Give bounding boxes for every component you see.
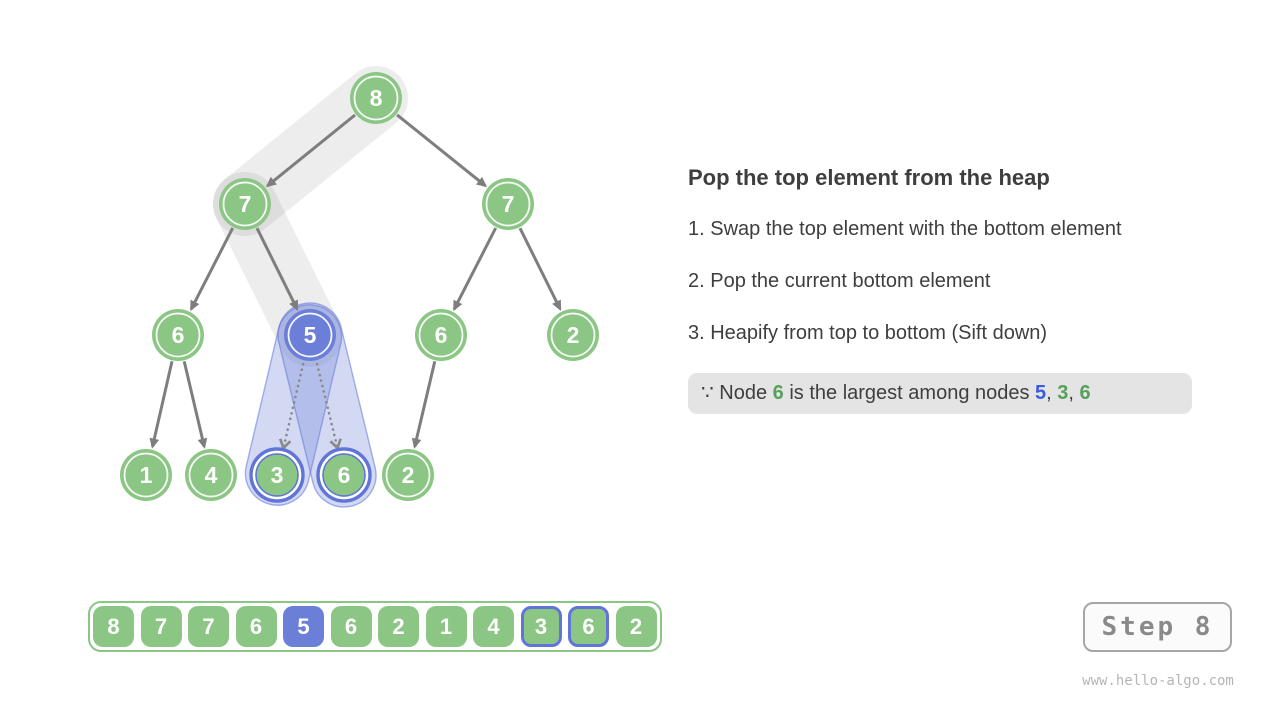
array-cell: 1 xyxy=(425,606,467,647)
instruction-item: 2. Pop the current bottom element xyxy=(688,270,991,292)
explanation-panel: Pop the top element from the heap 1. Swa… xyxy=(688,164,1200,414)
note-node-value: 6 xyxy=(772,382,784,404)
tree-node-value: 7 xyxy=(502,191,515,217)
tree-node-7: 7 xyxy=(219,178,271,230)
array-cell: 7 xyxy=(188,606,229,647)
tree-node-value: 2 xyxy=(402,462,415,488)
tree-node-1: 1 xyxy=(120,449,172,501)
tree-node-value: 8 xyxy=(370,85,383,111)
tree-edge xyxy=(411,360,437,449)
array-cell: 2 xyxy=(378,606,419,647)
tree-edge xyxy=(518,227,562,311)
note-text-segment: ∵ Node xyxy=(701,382,773,404)
tree-node-8: 8 xyxy=(350,72,402,124)
array-cell: 5 xyxy=(283,606,324,647)
note-text: ∵ Node 6 is the largest among nodes 5, 3… xyxy=(701,382,1091,404)
tree-node-2: 2 xyxy=(382,449,434,501)
tree-edge xyxy=(149,360,174,449)
tree-node-6: 6 xyxy=(415,309,467,361)
tree-node-value: 6 xyxy=(338,462,351,488)
tree-node-7: 7 xyxy=(482,178,534,230)
tree-edge xyxy=(189,227,235,312)
instruction-item: 3. Heapify from top to bottom (Sift down… xyxy=(688,322,1048,344)
tree-node-value: 3 xyxy=(271,462,284,488)
note-text-segment: , xyxy=(1068,382,1080,404)
tree-node-value: 6 xyxy=(435,322,448,348)
array-cell: 6 xyxy=(330,606,372,647)
note-node-value: 3 xyxy=(1057,382,1069,404)
tree-node-3: 3 xyxy=(249,447,305,503)
tree-node-value: 2 xyxy=(567,322,580,348)
array-cell: 6 xyxy=(235,606,277,647)
tree-node-5: 5 xyxy=(284,309,336,361)
note-node-value: 6 xyxy=(1079,382,1091,404)
tree-node-2: 2 xyxy=(547,309,599,361)
tree-node-6: 6 xyxy=(316,447,372,503)
watermark: www.hello-algo.com xyxy=(1082,673,1234,689)
instruction-list: 1. Swap the top element with the bottom … xyxy=(688,217,1200,345)
tree-node-value: 4 xyxy=(205,462,218,488)
tree-node-value: 7 xyxy=(239,191,252,217)
instruction-item: 1. Swap the top element with the bottom … xyxy=(688,218,1122,240)
array-cell: 3 xyxy=(520,606,562,647)
array-cell: 6 xyxy=(568,606,609,647)
step-badge[interactable]: Step 8 xyxy=(1083,602,1232,652)
tree-node-value: 5 xyxy=(304,322,317,348)
note-text-segment: , xyxy=(1046,382,1058,404)
tree-node-6: 6 xyxy=(152,309,204,361)
note-node-value: 5 xyxy=(1035,382,1047,404)
tree-edge xyxy=(396,113,488,188)
heap-tree-diagram: 8 7 7 6 5 6 2 1 4 3 6 2 xyxy=(120,65,599,508)
array-cell: 4 xyxy=(473,606,514,647)
array-cell: 2 xyxy=(615,606,657,647)
array-cell: 7 xyxy=(140,606,182,647)
panel-title: Pop the top element from the heap xyxy=(688,165,1050,190)
array-cell: 8 xyxy=(93,606,134,647)
tree-edge xyxy=(265,113,356,188)
tree-edge xyxy=(255,227,299,311)
note-box: ∵ Node 6 is the largest among nodes 5, 3… xyxy=(688,373,1192,414)
tree-node-4: 4 xyxy=(185,449,237,501)
note-text-segment: is the largest among nodes xyxy=(783,382,1036,404)
tree-node-value: 6 xyxy=(172,322,185,348)
tree-node-value: 1 xyxy=(140,462,153,488)
tree-edge xyxy=(182,360,208,449)
tree-edge xyxy=(452,227,498,312)
